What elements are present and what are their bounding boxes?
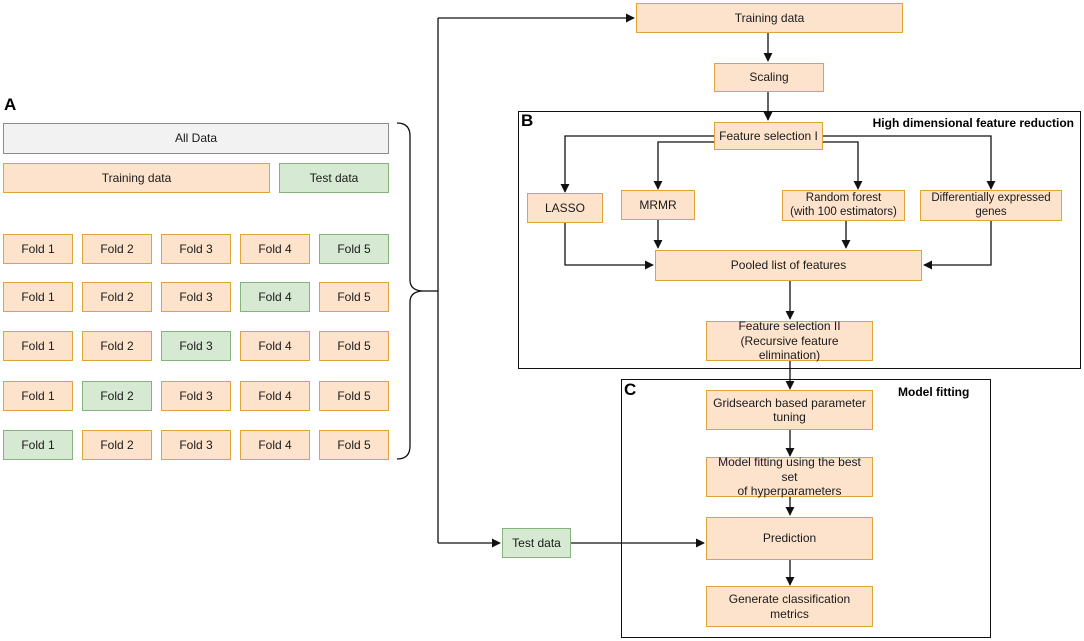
fold-2-row-5: Fold 2 — [82, 430, 152, 460]
fold-1-row-4: Fold 1 — [3, 381, 73, 411]
panel-c-frame — [621, 379, 991, 638]
panel-b-label: B — [521, 111, 534, 130]
random-forest-box: Random forest (with 100 estimators) — [782, 190, 905, 221]
fold-2-row-3: Fold 2 — [82, 331, 152, 361]
fold-3-row-5: Fold 3 — [161, 430, 231, 460]
panel-b-title: High dimensional feature reduction — [872, 116, 1074, 130]
panel-b-frame — [518, 111, 1081, 369]
all-data-box: All Data — [3, 123, 389, 154]
fold-5-row-4: Fold 5 — [319, 381, 389, 411]
classification-metrics-box: Generate classification metrics — [706, 586, 873, 627]
fold-1-row-3: Fold 1 — [3, 331, 73, 361]
panel-a-label: A — [4, 95, 17, 114]
feature-selection-1-box: Feature selection I — [714, 122, 823, 150]
arrow-fs1-lasso — [560, 135, 714, 193]
fold-5-row-2: Fold 5 — [319, 282, 389, 312]
gridsearch-box: Gridsearch based parameter tuning — [706, 390, 873, 430]
panel-c-title: Model fitting — [898, 385, 970, 399]
scaling-box: Scaling — [714, 63, 824, 92]
mrmr-box: MRMR — [621, 190, 695, 220]
fold-3-row-3: Fold 3 — [161, 331, 231, 361]
training-data-box-a: Training data — [3, 163, 270, 193]
fold-4-row-5: Fold 4 — [240, 430, 310, 460]
fold-2-row-4: Fold 2 — [82, 381, 152, 411]
fold-1-row-2: Fold 1 — [3, 282, 73, 312]
bracket-brace — [396, 122, 425, 460]
fold-1-row-1: Fold 1 — [3, 234, 73, 264]
fold-5-row-1: Fold 5 — [319, 234, 389, 264]
fold-3-row-1: Fold 3 — [161, 234, 231, 264]
fold-2-row-2: Fold 2 — [82, 282, 152, 312]
lasso-box: LASSO — [527, 193, 603, 223]
fold-3-row-2: Fold 3 — [161, 282, 231, 312]
arrow-lasso-pooled — [564, 223, 654, 270]
arrow-deg-pooled — [923, 221, 992, 270]
training-data-box: Training data — [636, 3, 903, 33]
fold-5-row-5: Fold 5 — [319, 430, 389, 460]
arrow-fs1-deg — [822, 135, 996, 190]
panel-c-label: C — [624, 380, 637, 399]
model-fitting-box: Model fitting using the best set of hype… — [706, 455, 873, 498]
fold-4-row-2: Fold 4 — [240, 282, 310, 312]
prediction-box: Prediction — [706, 517, 873, 560]
fold-3-row-4: Fold 3 — [161, 381, 231, 411]
deg-box: Differentially expressed genes — [920, 190, 1062, 221]
fold-4-row-1: Fold 4 — [240, 234, 310, 264]
fold-4-row-3: Fold 4 — [240, 331, 310, 361]
fold-4-row-4: Fold 4 — [240, 381, 310, 411]
test-data-box: Test data — [502, 528, 571, 558]
fold-1-row-5: Fold 1 — [3, 430, 73, 460]
pooled-features-box: Pooled list of features — [655, 250, 922, 281]
fold-2-row-1: Fold 2 — [82, 234, 152, 264]
fold-5-row-3: Fold 5 — [319, 331, 389, 361]
test-data-box-a: Test data — [279, 163, 389, 193]
feature-selection-2-box: Feature selection II (Recursive feature … — [706, 319, 873, 362]
